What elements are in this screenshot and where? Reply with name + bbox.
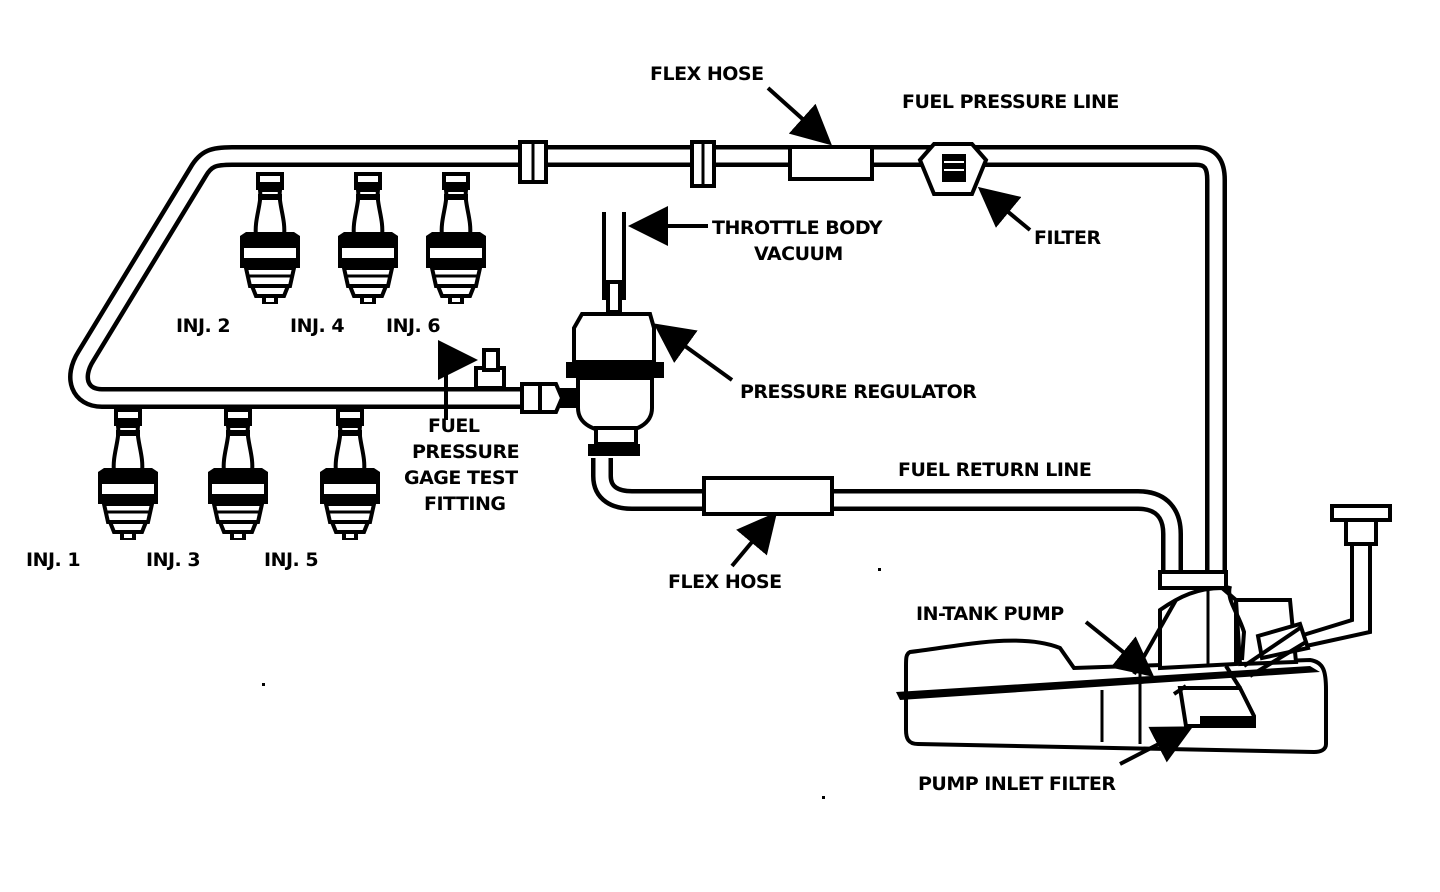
in-tank-pump-label: IN-TANK PUMP (916, 603, 1064, 625)
injector-1 (96, 408, 160, 542)
vacuum-tube (602, 212, 626, 314)
gage-test-fitting (474, 348, 506, 390)
line-clamp (518, 140, 548, 184)
fuel-return-line-label: FUEL RETURN LINE (898, 459, 1091, 481)
injector-2 (238, 172, 302, 306)
tank-line-fitting (1158, 570, 1228, 590)
inj-3-label: INJ. 3 (146, 549, 200, 571)
inj-4-label: INJ. 4 (290, 315, 344, 337)
injector-5 (318, 408, 382, 542)
leader-arrows (438, 86, 1194, 766)
inj-1-label: INJ. 1 (26, 549, 80, 571)
fuel-filter (917, 142, 989, 196)
inj-5-label: INJ. 5 (264, 549, 318, 571)
pump-inlet-filter-label: PUMP INLET FILTER (918, 773, 1116, 795)
injector-3 (206, 408, 270, 542)
flex-hose-bottom-label: FLEX HOSE (668, 571, 782, 593)
speck (262, 683, 265, 686)
line-clamp (690, 140, 716, 188)
gage-fitting-label-2: PRESSURE (412, 441, 519, 463)
pressure-regulator-label: PRESSURE REGULATOR (740, 381, 977, 403)
gage-fitting-label-4: FITTING (424, 493, 505, 515)
fuel-return-line (591, 458, 1183, 578)
fuel-tank (896, 504, 1392, 755)
inj-2-label: INJ. 2 (176, 315, 230, 337)
fuel-pressure-line (68, 145, 1227, 578)
speck (878, 568, 881, 571)
throttle-body-vacuum-label-1: THROTTLE BODY (712, 217, 883, 239)
gage-fitting-label-1: FUEL (428, 415, 480, 437)
flex-hose-top-label: FLEX HOSE (650, 63, 764, 85)
injector-4 (336, 172, 400, 306)
speck (822, 796, 825, 799)
pressure-regulator (520, 312, 664, 456)
inj-6-label: INJ. 6 (386, 315, 440, 337)
throttle-body-vacuum-label-2: VACUUM (754, 243, 843, 265)
flex-hose-pressure (788, 145, 874, 181)
flex-hose-return (702, 476, 834, 516)
gage-fitting-label-3: GAGE TEST (404, 467, 518, 489)
fuel-pressure-line-label: FUEL PRESSURE LINE (902, 91, 1119, 113)
filter-label: FILTER (1034, 227, 1101, 249)
injector-6 (424, 172, 488, 306)
